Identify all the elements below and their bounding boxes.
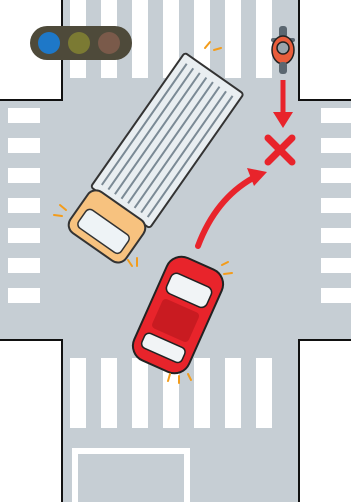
- curb-top-right: [298, 0, 351, 101]
- lane-edge: [72, 454, 78, 502]
- truck-blinker-lines: [53, 41, 222, 267]
- x-mark-icon: [264, 134, 296, 166]
- signal-light-yellow: [68, 32, 90, 54]
- curb-bottom-right: [298, 339, 351, 502]
- motorcycle-icon: [271, 26, 295, 74]
- truck-icon: [67, 52, 244, 264]
- signal-light-blue: [38, 32, 60, 54]
- signal-light-red: [98, 32, 120, 54]
- car-icon: [131, 255, 225, 375]
- stop-line: [72, 448, 184, 454]
- car-blinker-lines: [167, 261, 233, 384]
- traffic-light-icon: [30, 26, 132, 60]
- crosswalk-bottom: [70, 358, 272, 428]
- center-line: [184, 448, 190, 502]
- car-path-arrow: [195, 168, 267, 249]
- lane-markings: [72, 448, 190, 502]
- motorcycle-path-arrow: [273, 80, 293, 128]
- crosswalk-right: [321, 108, 351, 303]
- curb-bottom-left: [0, 339, 63, 502]
- crosswalk-left: [8, 108, 40, 303]
